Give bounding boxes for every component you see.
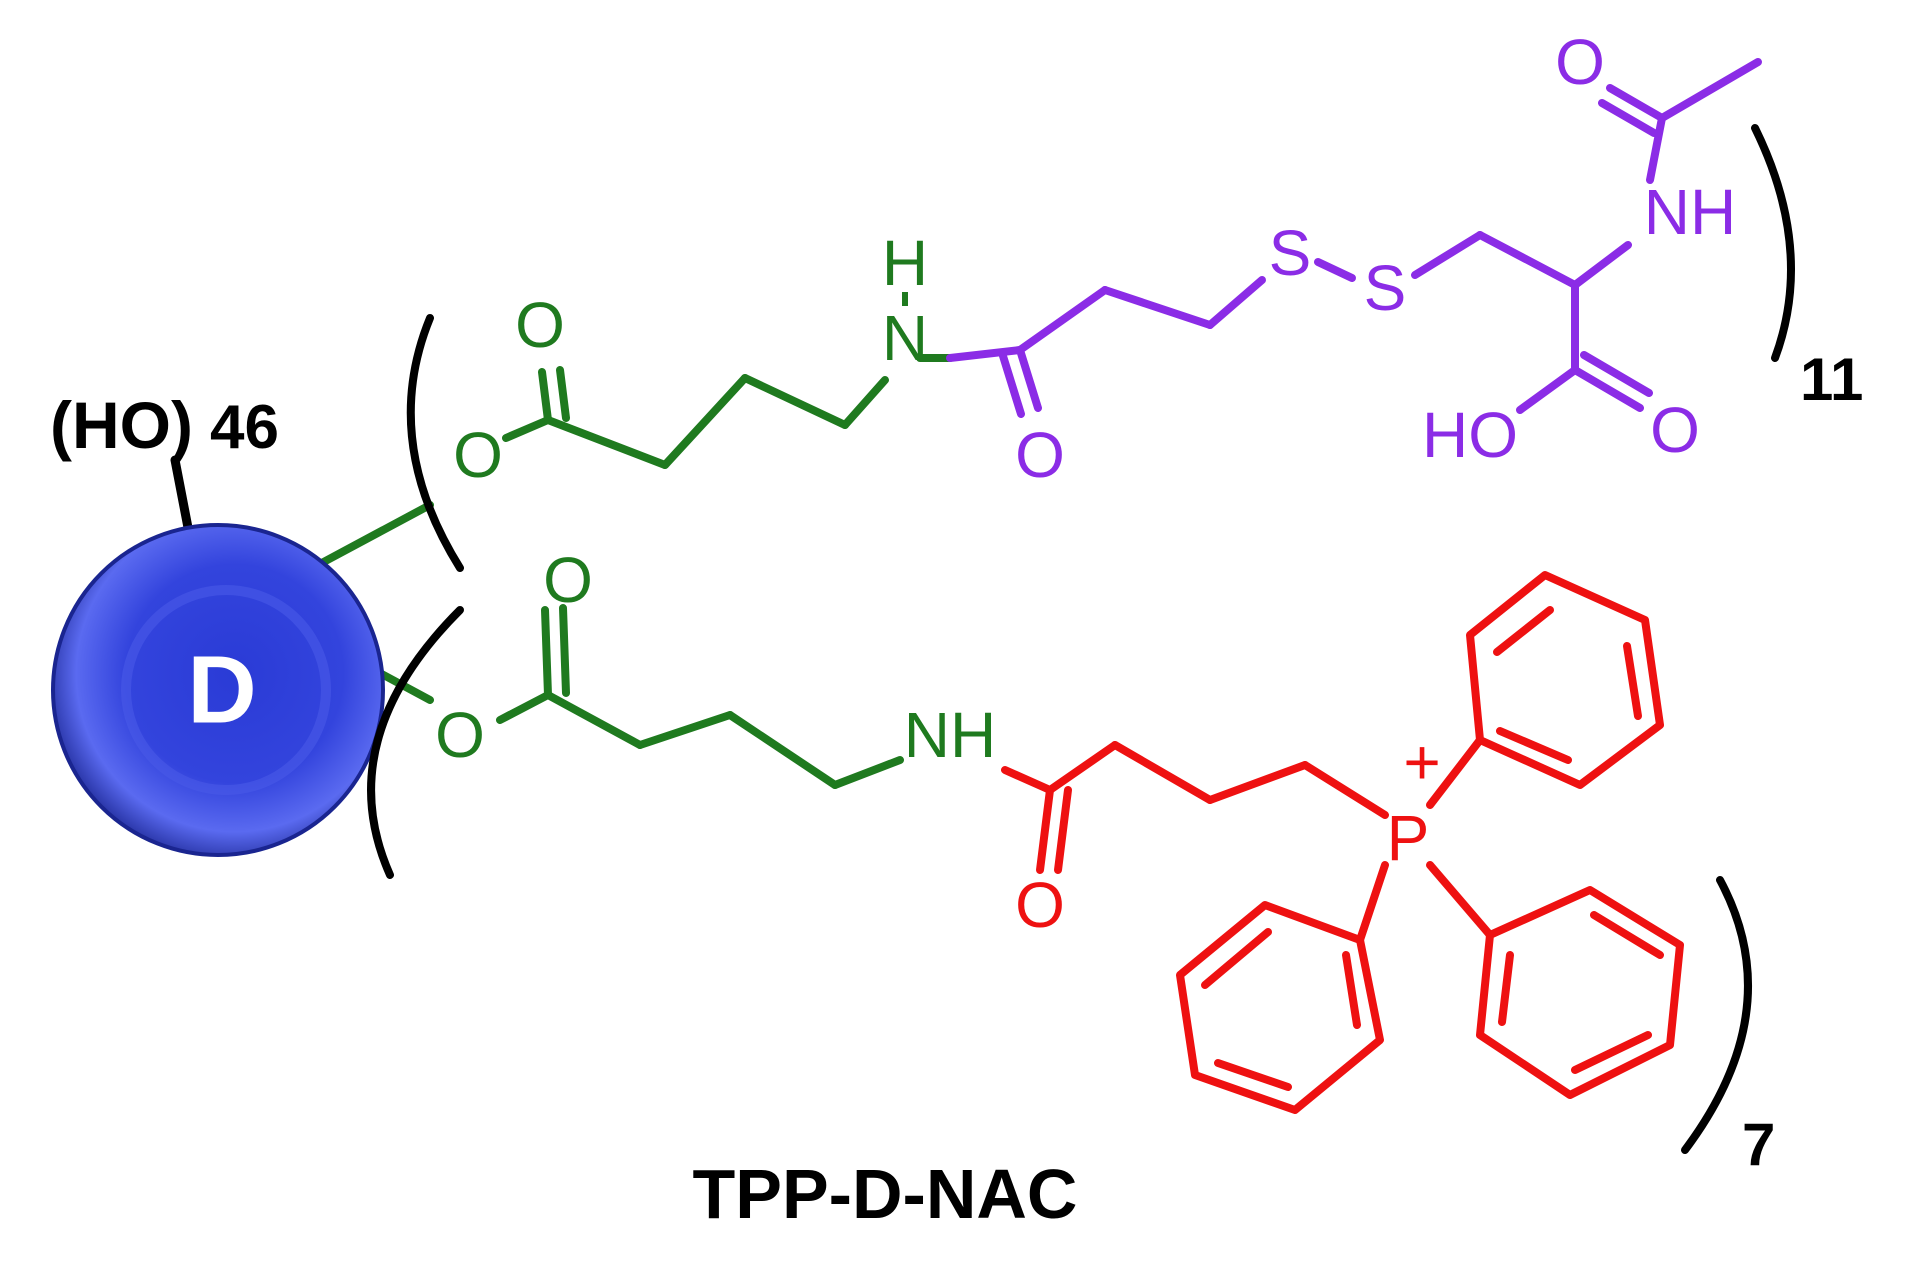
- upper-amide-h: H: [882, 227, 928, 299]
- upper-sulfur-2: S: [1364, 252, 1407, 324]
- upper-acid-oh: HO: [1422, 399, 1518, 471]
- lower-ester-o: O: [435, 699, 485, 771]
- lower-bracket-close-icon: [1681, 876, 1752, 1154]
- hydroxyl-bond: [170, 455, 195, 543]
- upper-acetyl-o: O: [1555, 26, 1605, 98]
- lower-repeat-count: 7: [1742, 1111, 1775, 1178]
- upper-ester-o: O: [453, 419, 503, 491]
- lower-tpp-bonds: [1001, 736, 1494, 944]
- lower-charge: +: [1403, 726, 1440, 798]
- lower-bracket-open-icon: [367, 606, 464, 879]
- upper-amide-o: O: [1015, 419, 1065, 491]
- upper-carbonyl-o: O: [515, 289, 565, 361]
- upper-linker-bonds: [502, 354, 954, 469]
- core-sphere-inner-ring: [121, 585, 331, 795]
- upper-nac-bonds: [946, 58, 1762, 418]
- lower-amide-o: O: [1015, 869, 1065, 941]
- core-group: (HO) 46 D: [50, 388, 434, 857]
- lower-phosphorus: P: [1387, 802, 1430, 874]
- upper-acid-o: O: [1650, 394, 1700, 466]
- phenyl-ring-icon: [1176, 901, 1384, 1114]
- upper-sulfur-1: S: [1269, 217, 1312, 289]
- upper-core-bond: [314, 501, 434, 569]
- upper-repeat-count: 11: [1800, 346, 1863, 413]
- core-sphere-icon: [51, 523, 385, 857]
- upper-amide-n: N: [882, 302, 928, 374]
- phenyl-ring-icon: [1476, 886, 1684, 1099]
- phenyl-ring-icon: [1466, 571, 1664, 789]
- hydroxyl-count: 46: [210, 393, 279, 462]
- lower-nh: NH: [904, 699, 996, 771]
- diagram-caption: TPP-D-NAC: [693, 1155, 1078, 1233]
- upper-arm: 11 O O H N: [406, 26, 1863, 572]
- lower-arm: 7 O O NH O P +: [367, 544, 1775, 1178]
- upper-bracket-open-icon: [406, 314, 464, 572]
- hydroxyl-label: (HO): [50, 388, 193, 462]
- lower-linker-bonds: [496, 604, 904, 789]
- core-label: D: [187, 637, 256, 744]
- upper-bracket-close-icon: [1751, 124, 1795, 362]
- upper-nh: NH: [1644, 176, 1736, 248]
- lower-carbonyl-o: O: [543, 544, 593, 616]
